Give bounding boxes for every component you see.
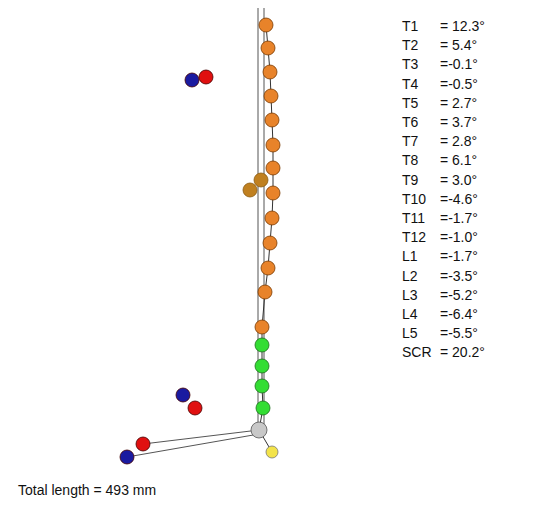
- segment-angle: = 3.7°: [440, 114, 477, 130]
- segment-angle: = 2.8°: [440, 133, 477, 149]
- segment-angle: = 2.7°: [440, 95, 477, 111]
- segment-name: L1: [402, 248, 418, 264]
- segment-name: T10: [402, 191, 426, 207]
- segment-angle: =-1.0°: [440, 229, 478, 245]
- segment-name: L3: [402, 287, 418, 303]
- segment-angle: = 12.3°: [440, 18, 485, 34]
- segment-name: T8: [402, 152, 418, 168]
- segment-name: T9: [402, 172, 418, 188]
- segment-angle: =-0.1°: [440, 56, 478, 72]
- segment-angle: = 3.0°: [440, 172, 477, 188]
- segment-name: T1: [402, 18, 418, 34]
- segment-name: T3: [402, 56, 418, 72]
- total-length-note: Total length = 493 mm: [18, 482, 156, 498]
- segment-name: T4: [402, 76, 418, 92]
- segment-name: T7: [402, 133, 418, 149]
- segment-angle: =-5.2°: [440, 287, 478, 303]
- segment-name: SCR: [402, 344, 432, 360]
- segment-name: T2: [402, 37, 418, 53]
- segment-angle: =-1.7°: [440, 248, 478, 264]
- segment-angle: = 5.4°: [440, 37, 477, 53]
- segment-angle: =-3.5°: [440, 268, 478, 284]
- segment-angle: = 6.1°: [440, 152, 477, 168]
- segment-name: L2: [402, 268, 418, 284]
- segment-name: L4: [402, 306, 418, 322]
- segment-name: T12: [402, 229, 426, 245]
- segment-angle: =-6.4°: [440, 306, 478, 322]
- segment-angle: = 20.2°: [440, 344, 485, 360]
- segment-angle: =-0.5°: [440, 76, 478, 92]
- segment-angle: =-5.5°: [440, 325, 478, 341]
- segment-name: T5: [402, 95, 418, 111]
- segment-name: L5: [402, 325, 418, 341]
- segment-name: T6: [402, 114, 418, 130]
- segment-angle: =-4.6°: [440, 191, 478, 207]
- segment-angle: =-1.7°: [440, 210, 478, 226]
- segment-name: T11: [402, 210, 425, 226]
